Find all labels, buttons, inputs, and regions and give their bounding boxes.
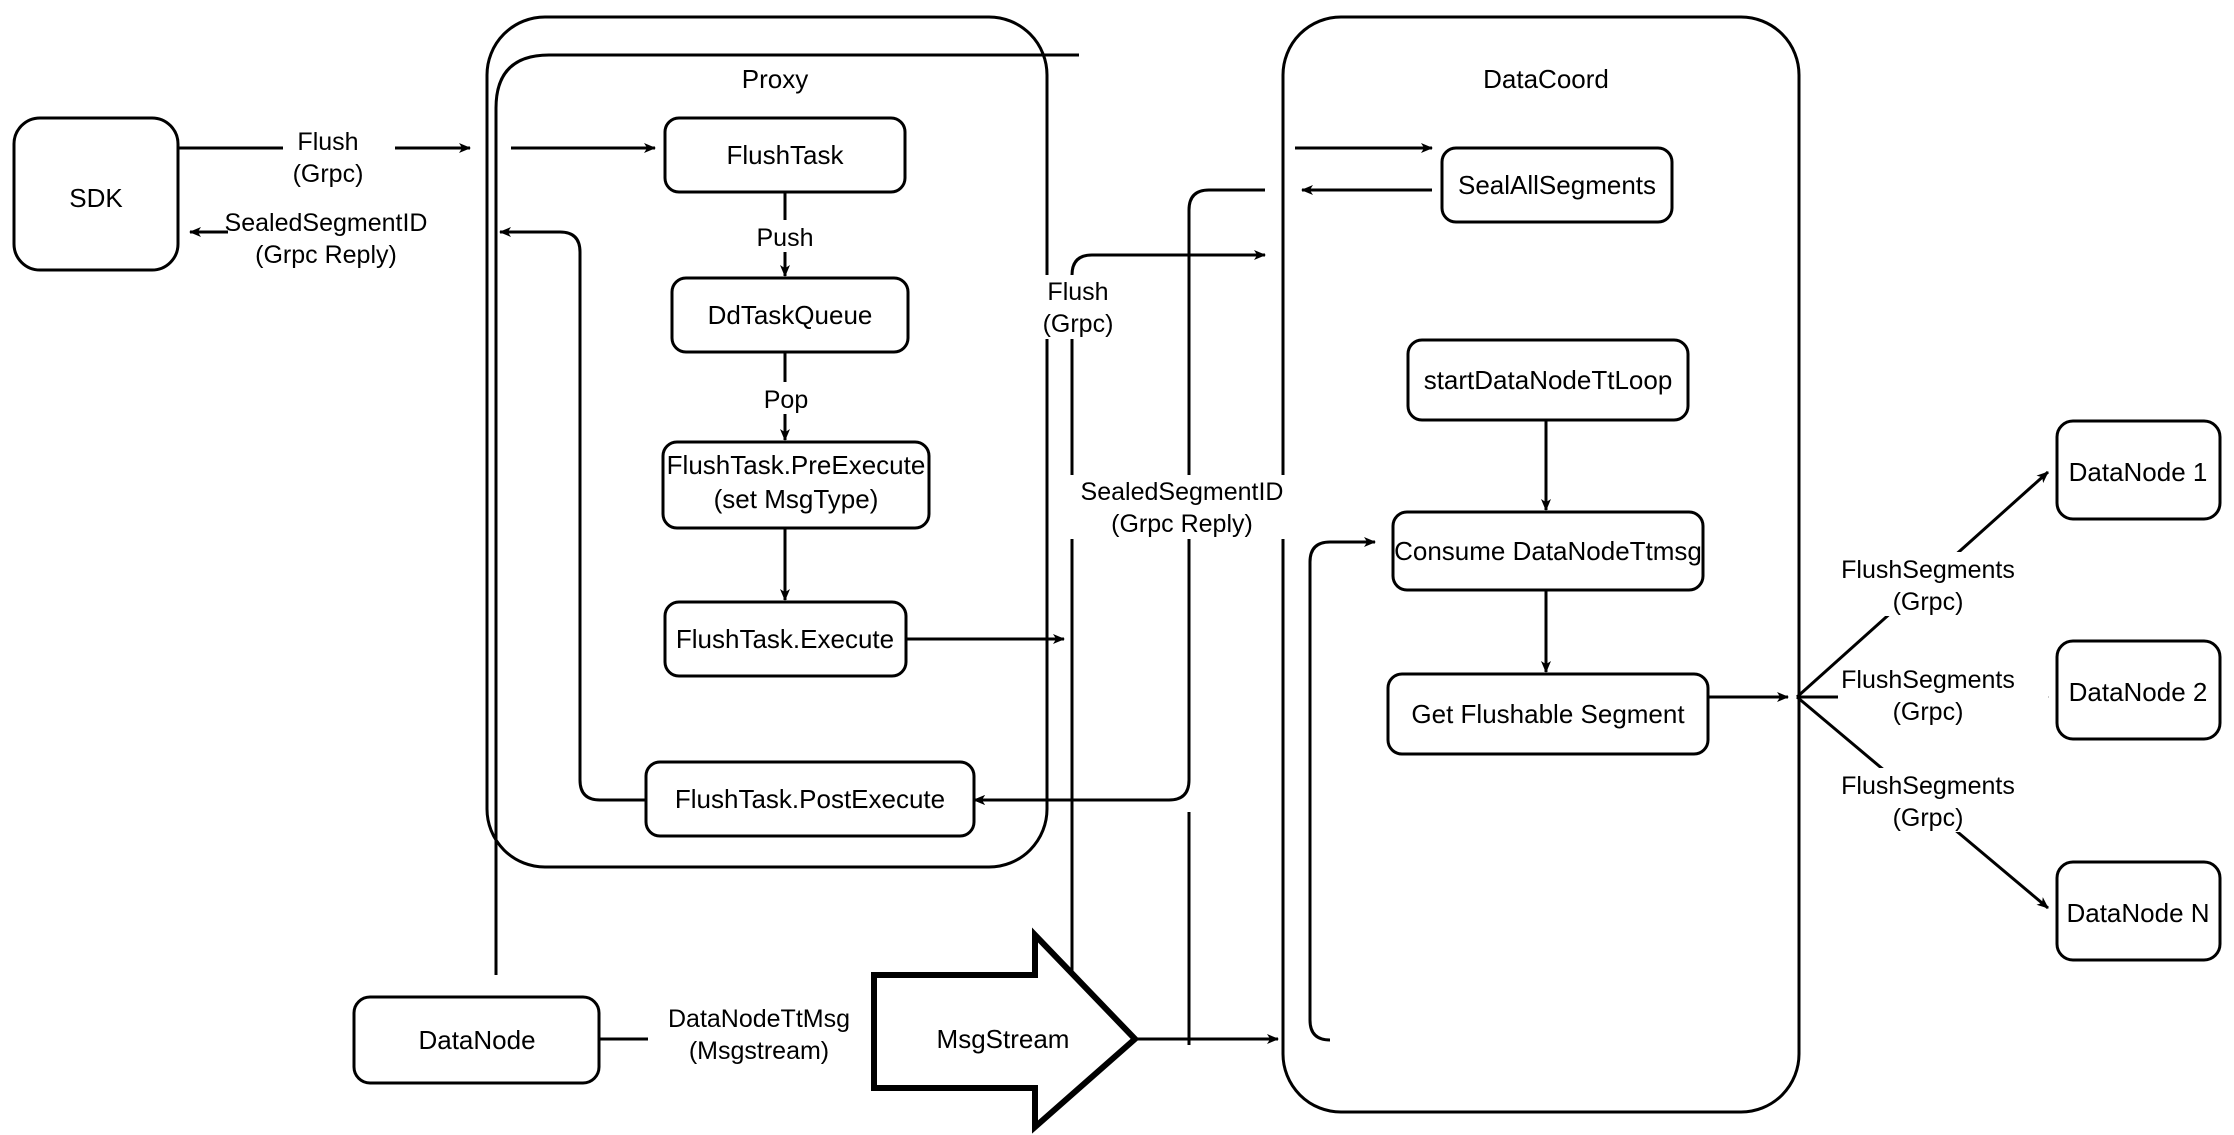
node-msgstream[interactable]: MsgStream — [871, 927, 1140, 1134]
node-consume-datanode-ttmsg-box[interactable] — [1391, 510, 1705, 592]
node-consume-datanode-ttmsg-label: Consume DataNodeTtmsg — [1394, 536, 1702, 566]
edge-label-flush-segments-n-line2: (Grpc) — [1893, 804, 1964, 832]
node-datanode-2-box[interactable] — [2055, 639, 2222, 741]
halo — [1040, 275, 1152, 339]
edge-label-datanode-ttmsg: DataNodeTtMsg (Msgstream) — [648, 1001, 870, 1065]
edge-label-datanode-ttmsg-line2: (Msgstream) — [689, 1037, 829, 1065]
node-msgstream-arrow-shape[interactable] — [871, 927, 1140, 1134]
edge-flush-grpc-riser — [1070, 250, 1266, 639]
edge-msgstream-to-consume — [1308, 537, 1376, 1042]
edge-label-sdk-flush: Flush (Grpc) — [283, 125, 395, 189]
halo — [228, 205, 484, 269]
edge-postexecute-to-reply — [499, 227, 646, 802]
halo — [1838, 768, 2048, 832]
edge-label-push-text: Push — [757, 224, 814, 252]
node-post-execute-label: FlushTask.PostExecute — [675, 784, 945, 814]
edge-label-flush-segments-1-line2: (Grpc) — [1893, 588, 1964, 616]
node-datanode-source-label: DataNode — [418, 1025, 535, 1055]
edge-label-flush-segments-1: FlushSegments (Grpc) — [1838, 552, 2048, 616]
edge-label-sdk-reply-line2: (Grpc Reply) — [255, 241, 397, 269]
halo — [752, 382, 820, 414]
node-sdk[interactable]: SDK — [12, 116, 180, 272]
node-datanode-n[interactable]: DataNode N — [2055, 860, 2222, 962]
node-msgstream-label: MsgStream — [937, 1024, 1070, 1054]
edge-label-sdk-flush-line2: (Grpc) — [293, 160, 364, 188]
halo — [1064, 475, 1320, 539]
node-datanode-source[interactable]: DataNode — [352, 995, 601, 1085]
edge-label-sdk-reply-line1: SealedSegmentID — [225, 209, 428, 237]
edge-label-proxy-reply: SealedSegmentID (Grpc Reply) — [1064, 475, 1320, 539]
node-get-flushable-segment-box[interactable] — [1386, 672, 1710, 756]
node-get-flushable-segment[interactable]: Get Flushable Segment — [1386, 672, 1710, 756]
node-datanode-n-box[interactable] — [2055, 860, 2222, 962]
node-execute-label: FlushTask.Execute — [676, 624, 894, 654]
node-seal-all-segments[interactable]: SealAllSegments — [1440, 146, 1674, 224]
edge-label-flush-segments-n: FlushSegments (Grpc) — [1838, 768, 2048, 832]
node-datanode-2[interactable]: DataNode 2 — [2055, 639, 2222, 741]
node-post-execute-box[interactable] — [644, 760, 976, 838]
node-post-execute[interactable]: FlushTask.PostExecute — [644, 760, 976, 838]
edge-label-sdk-flush-line1: Flush — [297, 128, 358, 156]
node-execute[interactable]: FlushTask.Execute — [663, 600, 908, 678]
node-start-datanode-tt-loop-label: startDataNodeTtLoop — [1424, 365, 1673, 395]
edge-label-proxy-flush-line2: (Grpc) — [1043, 310, 1114, 338]
node-start-datanode-tt-loop[interactable]: startDataNodeTtLoop — [1406, 338, 1690, 422]
node-seal-all-segments-box[interactable] — [1440, 146, 1674, 224]
node-get-flushable-segment-label: Get Flushable Segment — [1411, 699, 1685, 729]
node-flush-task-label: FlushTask — [726, 140, 844, 170]
halo — [745, 220, 825, 252]
node-sdk-label: SDK — [69, 183, 123, 213]
node-execute-box[interactable] — [663, 600, 908, 678]
node-flush-task-box[interactable] — [663, 116, 907, 194]
node-datanode-source-box[interactable] — [352, 995, 601, 1085]
node-seal-all-segments-label: SealAllSegments — [1458, 170, 1656, 200]
node-dd-task-queue-box[interactable] — [670, 276, 910, 354]
edge-label-proxy-reply-line2: (Grpc Reply) — [1111, 510, 1253, 538]
proxy-container-label: Proxy — [742, 64, 808, 94]
edge-label-sdk-reply: SealedSegmentID (Grpc Reply) — [225, 205, 484, 269]
edge-label-flush-segments-n-line1: FlushSegments — [1841, 772, 2015, 800]
edge-label-flush-segments-2: FlushSegments (Grpc) — [1838, 662, 2048, 726]
edge-label-datanode-ttmsg-line1: DataNodeTtMsg — [668, 1005, 850, 1033]
edge-label-flush-segments-2-line1: FlushSegments — [1841, 666, 2015, 694]
node-consume-datanode-ttmsg[interactable]: Consume DataNodeTtmsg — [1391, 510, 1705, 592]
edge-label-push: Push — [745, 220, 825, 252]
edge-label-pop: Pop — [752, 382, 820, 414]
node-flush-task[interactable]: FlushTask — [663, 116, 907, 194]
halo — [283, 125, 395, 189]
edge-label-proxy-flush-line1: Flush — [1047, 278, 1108, 306]
node-datanode-1[interactable]: DataNode 1 — [2055, 419, 2222, 521]
node-datanode-1-label: DataNode 1 — [2069, 457, 2208, 487]
edge-proxy-top-curve — [494, 53, 1079, 109]
node-pre-execute[interactable]: FlushTask.PreExecute (set MsgType) — [661, 440, 931, 530]
edge-label-proxy-flush: Flush (Grpc) — [1040, 275, 1152, 339]
edge-label-proxy-reply-line1: SealedSegmentID — [1081, 478, 1284, 506]
node-pre-execute-box[interactable] — [661, 440, 931, 530]
halo — [1838, 552, 2048, 616]
node-start-datanode-tt-loop-box[interactable] — [1406, 338, 1690, 422]
node-dd-task-queue-label: DdTaskQueue — [708, 300, 873, 330]
node-pre-execute-label-line1: FlushTask.PreExecute — [667, 450, 926, 480]
halo — [648, 1001, 870, 1065]
node-datanode-n-label: DataNode N — [2066, 898, 2209, 928]
node-pre-execute-label-line2: (set MsgType) — [714, 484, 879, 514]
node-datanode-1-box[interactable] — [2055, 419, 2222, 521]
datacoord-container-label: DataCoord — [1483, 64, 1609, 94]
halo — [1838, 662, 2048, 726]
node-datanode-2-label: DataNode 2 — [2069, 677, 2208, 707]
node-dd-task-queue[interactable]: DdTaskQueue — [670, 276, 910, 354]
edge-label-pop-text: Pop — [764, 386, 808, 414]
edge-label-flush-segments-1-line1: FlushSegments — [1841, 556, 2015, 584]
node-sdk-box[interactable] — [12, 116, 180, 272]
edge-label-flush-segments-2-line2: (Grpc) — [1893, 698, 1964, 726]
